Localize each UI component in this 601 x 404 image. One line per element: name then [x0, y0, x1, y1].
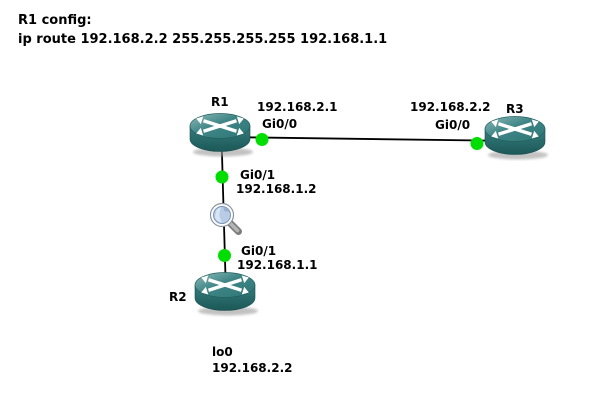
- router-node-r2[interactable]: [192, 271, 260, 317]
- iface-port-r1-gi01: Gi0/1: [240, 168, 276, 182]
- iface-port-r1-gi00: Gi0/0: [262, 117, 298, 131]
- iface-port-r2-gi01: Gi0/1: [241, 244, 277, 258]
- iface-port-r2-lo0: lo0: [212, 345, 233, 359]
- router-node-r1[interactable]: [187, 112, 255, 158]
- config-annotation-line1: R1 config:: [18, 13, 92, 28]
- router-icon: [485, 117, 548, 160]
- router-icon: [190, 114, 253, 157]
- router-node-r3[interactable]: [482, 115, 550, 161]
- green-dot-indicator-r3-gi00: [470, 137, 484, 150]
- config-annotation[interactable]: R1 config: ip route 192.168.2.2 255.255.…: [18, 11, 387, 49]
- iface-ip-r2-lo0: 192.168.2.2: [212, 361, 293, 375]
- node-label-r3[interactable]: R3: [506, 102, 524, 116]
- packet-capture-magnifier-icon[interactable]: [208, 201, 244, 237]
- config-annotation-line2: ip route 192.168.2.2 255.255.255.255 192…: [18, 32, 388, 47]
- iface-ip-r3-gi00: 192.168.2.2: [410, 100, 491, 114]
- link-r1-r3[interactable]: [220, 136, 517, 142]
- green-dot-indicator-r1-gi00: [255, 133, 269, 146]
- node-label-r2[interactable]: R2: [169, 290, 187, 304]
- iface-ip-r1-gi00: 192.168.2.1: [257, 100, 338, 114]
- green-dot-indicator-r1-gi01: [215, 170, 229, 184]
- router-icon: [195, 273, 258, 316]
- iface-port-r3-gi00: Gi0/0: [435, 118, 471, 132]
- iface-ip-r1-gi01: 192.168.1.2: [236, 182, 317, 196]
- green-dot-indicator-r2-gi01: [218, 249, 231, 262]
- node-label-r1[interactable]: R1: [211, 95, 229, 109]
- iface-ip-r2-gi01: 192.168.1.1: [237, 258, 318, 272]
